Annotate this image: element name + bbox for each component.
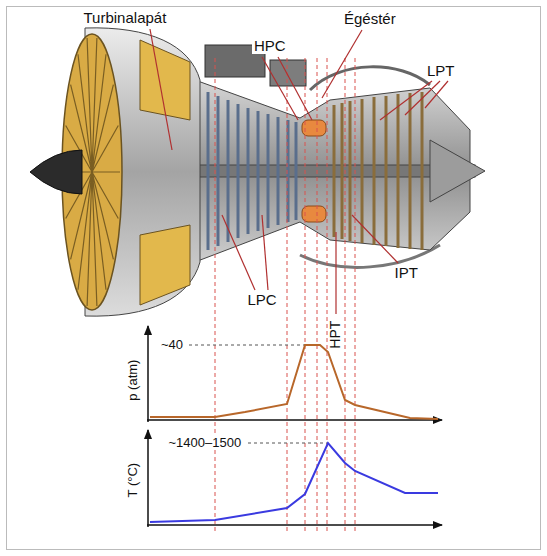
compressor-stages [207,92,210,250]
part-name: HPT [328,318,343,350]
combustor [302,206,326,222]
temperature-chart [150,443,438,522]
part-name: IPT [393,265,420,282]
turbine-stages [409,93,412,249]
temperature-chart [147,524,442,526]
fan [30,150,82,194]
compressor-stages [267,114,270,228]
temperature-chart [147,430,149,527]
combustor [302,120,326,136]
turbine-stages [334,92,422,250]
section-lines [215,58,216,532]
accessories [310,67,430,90]
pressure-chart [150,345,438,419]
compressor-stages [217,96,220,246]
compressor-stages [257,111,260,231]
temperature-chart [147,430,442,527]
turbine-stages [361,99,364,243]
leader-lines [150,29,448,314]
fan-case [140,40,190,120]
part-name: Turbinalapát [82,10,169,27]
leader-lines [335,232,336,314]
turbine-stages [421,92,424,250]
leader-lines [262,215,268,290]
part-name: Égéstér [342,11,398,28]
turbine-stages [397,94,400,248]
compressor-stages [237,104,240,238]
section-lines [355,58,356,532]
compressor-stages [247,108,250,234]
pressure-chart [189,345,312,346]
part-name: HPC [252,38,288,55]
fan-case [140,225,190,305]
value-label: ~40 [159,338,185,352]
compressor-stages [277,117,280,225]
frame [7,7,541,550]
section-lines [327,58,328,532]
turbine-stages [341,103,344,239]
compressor-stages [227,100,230,242]
leader-lines [352,215,398,263]
leader-lines [222,215,255,290]
leader-lines [150,29,172,150]
leader-lines [425,81,448,108]
fan [30,34,122,310]
axis-label: p (atm) [126,358,140,403]
part-name: LPT [425,63,457,80]
axis-label: T (°C) [126,461,140,500]
section-lines [287,58,288,532]
compressor-stages [295,122,298,220]
section-lines [345,58,346,532]
leader-lines [322,30,362,98]
leader-lines [278,57,312,120]
part-name: LPC [246,292,279,309]
combustor [302,120,326,222]
accessories [270,60,306,86]
section-lines [305,58,306,532]
turbine-stages [349,101,352,241]
exhaust-cone [430,140,485,202]
compressor-stages [208,92,296,250]
value-label: ~1400–1500 [167,436,244,450]
pressure-chart [147,326,442,422]
turbine-stages [333,105,336,237]
leader-lines [405,81,440,115]
turbine-stages [385,96,388,246]
section-lines [215,58,355,532]
section-lines [317,58,318,532]
temperature-chart [248,443,328,444]
pressure-chart [147,419,442,421]
pressure-chart [147,326,149,422]
turbine-stages [373,97,376,245]
leader-lines [262,57,298,120]
